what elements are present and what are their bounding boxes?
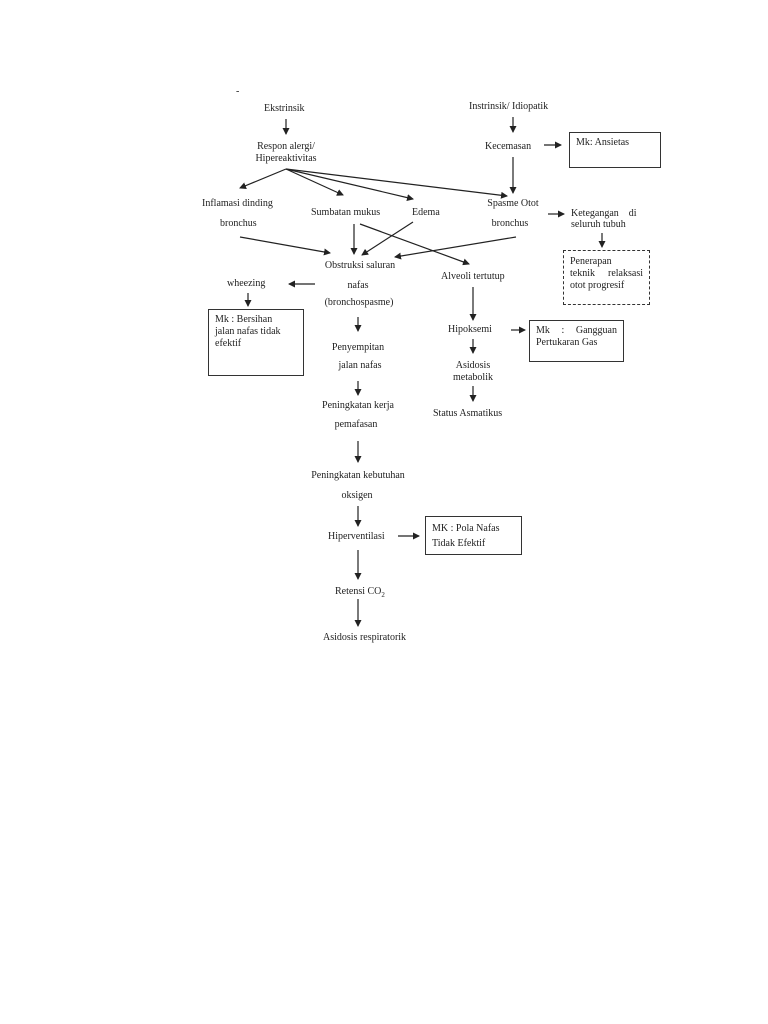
node-asidosis-resp: Asidosis respiratorik	[323, 632, 407, 643]
node-retensi: Retensi CO2	[335, 585, 385, 602]
node-obstruksi-line2: nafas	[347, 280, 369, 291]
node-spasme-line2: bronchus	[491, 218, 529, 229]
node-wheezing: wheezing	[227, 278, 266, 289]
node-peningkatan-kebutuhan-line1: Peningkatan kebutuhan	[311, 470, 405, 481]
node-penyempitan-line2: jalan nafas	[338, 360, 382, 371]
node-spasme-line1: Spasme Otot	[487, 198, 539, 209]
box-relaksasi-line2: teknik relaksasi	[570, 268, 643, 279]
box-pola: MK : Pola Nafas Tidak Efektif	[425, 516, 522, 555]
node-asidosis-met-line1: Asidosis	[455, 360, 491, 371]
node-obstruksi-line3: (bronchospasme)	[324, 297, 394, 308]
box-ansietas: Mk: Ansietas	[569, 132, 661, 168]
node-intrinsik: Instrinsik/ Idiopatik	[469, 101, 549, 112]
node-hiperventilasi: Hiperventilasi	[328, 531, 385, 542]
node-status: Status Asmatikus	[433, 408, 503, 419]
node-asidosis-met-line2: metabolik	[453, 372, 493, 383]
node-ekstrinsik: Ekstrinsik	[264, 103, 305, 114]
box-gas: Mk : Gangguan Pertukaran Gas	[529, 320, 624, 362]
box-gas-line2: Pertukaran Gas	[536, 337, 598, 348]
arrow-spasme-obstruksi	[394, 236, 517, 260]
arrow-inflamasi-obstruksi	[239, 236, 331, 256]
box-bersihan: Mk : Bersihan jalan nafas tidak efektif	[208, 309, 304, 376]
node-respon-line2: Hipereaktivitas	[255, 153, 317, 164]
node-kecemasan: Kecemasan	[485, 141, 532, 152]
box-relaksasi-line3: otot progresif	[570, 280, 625, 291]
box-bersihan-line2: jalan nafas tidak	[215, 326, 281, 337]
node-peningkatan-kebutuhan-line2: oksigen	[341, 490, 373, 501]
node-peningkatan-kerja-line2: pemafasan	[334, 419, 378, 430]
arrow-respon-inflamasi	[239, 168, 287, 189]
box-pola-line2: Tidak Efektif	[432, 538, 486, 549]
node-inflamasi-line2: bronchus	[220, 218, 257, 229]
box-bersihan-line3: efektif	[215, 338, 242, 349]
node-peningkatan-kerja-line1: Peningkatan kerja	[322, 400, 394, 411]
box-pola-line1: MK : Pola Nafas	[432, 523, 500, 534]
arrow-sumbatan-alveoli	[359, 223, 470, 266]
arrow-respon-spasme	[285, 168, 508, 199]
box-relaksasi-line1: Penerapan	[570, 256, 612, 267]
node-edema: Edema	[412, 207, 440, 218]
node-ketegangan-line2: seluruh tubuh	[571, 219, 626, 230]
node-ketegangan-line1: Ketegangan di	[571, 208, 637, 219]
arrow-edema-obstruksi	[361, 221, 414, 256]
node-obstruksi-line1: Obstruksi saluran	[324, 260, 396, 271]
box-bersihan-line1: Mk : Bersihan	[215, 314, 273, 325]
dash-mark: -	[236, 86, 240, 97]
node-hipoksemi: Hipoksemi	[448, 324, 492, 335]
box-gas-line1: Mk : Gangguan	[536, 325, 617, 336]
node-retensi-subscript: 2	[381, 591, 385, 599]
node-penyempitan-line1: Penyempitan	[331, 342, 385, 353]
node-sumbatan: Sumbatan mukus	[311, 207, 381, 218]
node-retensi-text: Retensi CO	[335, 586, 382, 597]
node-alveoli: Alveoli tertutup	[441, 271, 505, 282]
box-relaksasi: Penerapan teknik relaksasi otot progresi…	[563, 250, 650, 305]
node-respon-line1: Respon alergi/	[257, 141, 315, 152]
arrow-respon-edema	[285, 168, 414, 202]
node-inflamasi-line1: Inflamasi dinding	[202, 198, 273, 209]
arrow-respon-sumbatan	[285, 168, 344, 196]
box-ansietas-text: Mk: Ansietas	[576, 137, 630, 148]
